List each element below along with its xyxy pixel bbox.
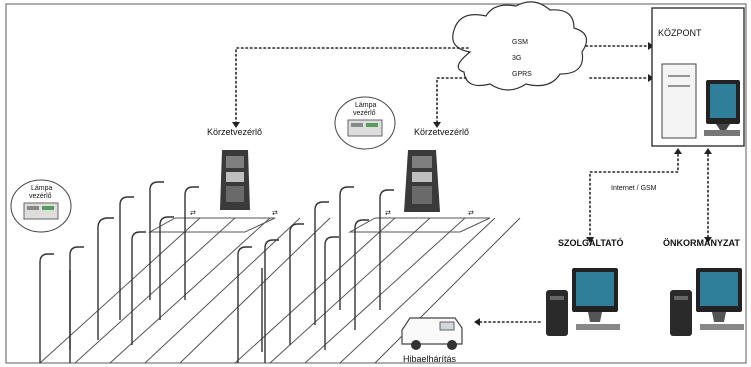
server-tower-icon <box>661 63 697 139</box>
street-lamps-left <box>39 181 199 363</box>
arrow-provider <box>586 237 594 243</box>
network-cloud: GSM 3G GPRS <box>452 1 588 91</box>
arrow-district-left <box>232 122 240 128</box>
network-label-3g: 3G <box>512 55 521 62</box>
lamp-controller-right-line2: vezérlő <box>353 110 376 117</box>
lamp-controller-left-line2: vezérlő <box>29 193 52 200</box>
repair-van-icon <box>401 317 463 350</box>
arrow-repair <box>474 318 480 326</box>
network-label-gsm: GSM <box>512 39 528 46</box>
district-left-arrow-glyph-2: ⇄ <box>272 210 278 217</box>
lamp-controller-right-line1: Lámpa <box>355 102 377 109</box>
controller-cabinet-icon-2 <box>404 150 440 212</box>
link-cloud-district-left <box>235 47 469 126</box>
center-box: KÖZPONT <box>651 7 745 147</box>
district-controller-right-label: Körzetvezérlő <box>414 127 469 137</box>
arrow-center-top <box>648 42 654 50</box>
arrow-center-from-municipality <box>704 148 712 154</box>
arrow-center-from-provider <box>674 148 682 154</box>
arrow-center-bottom <box>648 74 654 82</box>
center-monitor-icon <box>704 80 740 136</box>
street-area <box>39 181 521 364</box>
district-right-arrow-glyph: ⇄ <box>385 210 391 217</box>
lamp-controller-left-line1: Lámpa <box>31 185 53 192</box>
district-controller-left: Körzetvezérlő ⇄ ⇄ <box>190 127 278 217</box>
district-controller-right: Körzetvezérlő ⇄ ⇄ <box>385 127 474 217</box>
arrow-municipality <box>704 237 712 243</box>
repair-label: Hibaelhárítás <box>403 354 457 364</box>
street-lamps-right <box>237 186 394 363</box>
municipality-block: ÖNKORMÁNYZAT <box>663 238 744 336</box>
diagram-frame <box>5 3 747 364</box>
link-cloud-district-right <box>436 77 467 126</box>
network-label-gprs: GPRS <box>512 71 532 78</box>
provider-title: SZOLGÁLTATÓ <box>558 237 624 248</box>
municipality-title: ÖNKORMÁNYZAT <box>663 238 740 248</box>
municipality-computer-icon <box>670 268 744 336</box>
link-label: Internet / GSM <box>611 185 657 192</box>
controller-cabinet-icon <box>220 150 250 210</box>
provider-block: SZOLGÁLTATÓ <box>546 237 624 336</box>
arrow-district-right <box>433 122 441 128</box>
provider-computer-icon <box>546 268 620 336</box>
lamp-controller-badge-right: Lámpa vezérlő <box>334 96 396 150</box>
district-controller-left-label: Körzetvezérlő <box>207 127 262 137</box>
lamp-controller-badge-left: Lámpa vezérlő <box>10 179 72 233</box>
district-right-arrow-glyph-2: ⇄ <box>468 210 474 217</box>
link-center-provider <box>589 149 679 241</box>
center-title: KÖZPONT <box>658 28 702 38</box>
district-left-arrow-glyph: ⇄ <box>190 210 196 217</box>
